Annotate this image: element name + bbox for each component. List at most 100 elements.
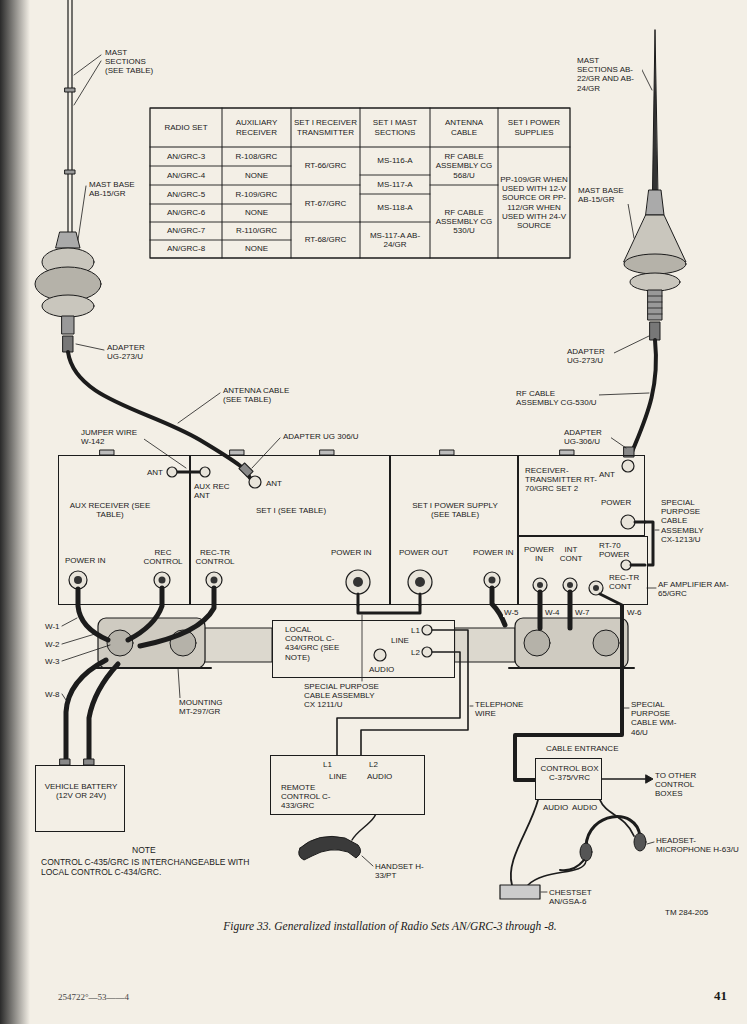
box-label: SET I POWER SUPPLY (SEE TABLE) bbox=[405, 501, 505, 519]
arrow-head bbox=[646, 775, 653, 783]
callout-label: AUDIO bbox=[542, 803, 569, 812]
jack-label: POWER IN bbox=[523, 545, 555, 563]
mast-joint bbox=[65, 170, 75, 174]
mount-base bbox=[92, 667, 211, 669]
callout-label: CABLE ENTRANCE bbox=[545, 744, 619, 753]
shock-mount bbox=[524, 630, 550, 656]
callout-label: ADAPTER UG-273/U bbox=[106, 343, 154, 361]
callout-label: W-8 bbox=[44, 690, 61, 699]
box-label: VEHICLE BATTERY (12V OR 24V) bbox=[41, 782, 121, 800]
shock-mount bbox=[593, 630, 619, 656]
jumper-wire bbox=[177, 471, 200, 474]
table-cell: RADIO SET bbox=[152, 109, 220, 146]
cable-stub bbox=[358, 522, 645, 605]
table-cell: SET I RECEIVER TRANSMITTER bbox=[293, 109, 358, 146]
table-cell: PP-109/GR WHEN USED WITH 12-V SOURCE OR … bbox=[500, 148, 568, 257]
callout-label: RF CABLE ASSEMBLY CG-530/U bbox=[515, 389, 599, 407]
headband bbox=[586, 817, 640, 846]
table-cell: R-109/GRC bbox=[224, 186, 289, 203]
callout-label: MAST SECTIONS (SEE TABLE) bbox=[104, 48, 162, 76]
equipment-box: AUX REC ANTANTSET I (SEE TABLE)REC-TR CO… bbox=[190, 455, 390, 605]
table-cell: NONE bbox=[224, 241, 289, 257]
jack-label: LINE bbox=[391, 636, 409, 645]
mast-base bbox=[56, 232, 80, 248]
table-cell: MS-116-A bbox=[362, 148, 428, 174]
cable bbox=[515, 605, 622, 780]
adapter bbox=[650, 322, 660, 340]
adapter bbox=[63, 336, 73, 352]
receiver-transmitter-box: RECEIVER-TRANSMITTER RT-70/GRC SET 2ANTP… bbox=[518, 455, 645, 536]
mounting-plate bbox=[455, 628, 515, 662]
table-cell: SET I POWER SUPPLIES bbox=[500, 109, 568, 146]
callout-label: W-4 bbox=[544, 608, 561, 617]
jack-label: REMOTE CONTROL C-433/GRC bbox=[281, 783, 339, 811]
rf-cable bbox=[632, 340, 656, 452]
arrow-line bbox=[602, 778, 646, 779]
cable bbox=[645, 522, 653, 565]
callout-label: TO OTHER CONTROL BOXES bbox=[654, 771, 708, 799]
callout-label: JUMPER WIRE W-142 bbox=[80, 428, 144, 446]
table-cell: MS-117-A bbox=[362, 176, 428, 193]
microphone-boom bbox=[560, 860, 584, 870]
mast-base bbox=[646, 190, 664, 215]
callout-label: HEADSET-MICROPHONE H-63/U bbox=[655, 836, 741, 854]
table-rules bbox=[150, 166, 498, 240]
leader-lines bbox=[62, 55, 659, 892]
table-cell: AN/GRC-5 bbox=[152, 186, 220, 203]
jack-label: POWER IN bbox=[65, 556, 105, 565]
jack-label: POWER OUT bbox=[399, 548, 448, 557]
callout-label: SPECIAL PURPOSE CABLE WM-46/U bbox=[630, 700, 694, 737]
chestset bbox=[500, 885, 540, 899]
table-cell: MS-117-A AB-24/GR bbox=[362, 223, 428, 257]
table-cell: AUXILIARY RECEIVER bbox=[224, 109, 289, 146]
table-cell: RT-67/GRC bbox=[293, 186, 358, 221]
table-rules bbox=[150, 108, 570, 258]
box-label: LOCAL CONTROL C-434/GRC (SEE NOTE) bbox=[285, 625, 341, 662]
battery-box: VEHICLE BATTERY (12V OR 24V) bbox=[35, 765, 125, 832]
jack-label: AUDIO bbox=[369, 665, 394, 674]
jacks bbox=[69, 460, 635, 801]
table-cell: RF CABLE ASSEMBLY CG 530/U bbox=[432, 186, 496, 257]
mast bbox=[653, 30, 658, 190]
power-supply-box: SET I POWER SUPPLY (SEE TABLE)POWER OUTP… bbox=[390, 455, 518, 605]
drawing-number: TM 284-205 bbox=[664, 908, 709, 917]
table-cell: MS-118-A bbox=[362, 195, 428, 221]
mast-joint bbox=[65, 88, 75, 92]
jack-label: L2 bbox=[369, 760, 378, 769]
callout-label: ADAPTER UG-306/U bbox=[563, 428, 611, 446]
box-label: L1 bbox=[323, 760, 332, 769]
table-cell: AN/GRC-8 bbox=[152, 241, 220, 257]
spring bbox=[648, 296, 662, 314]
page-number: 41 bbox=[713, 989, 728, 1004]
jack-label: AUDIO bbox=[367, 772, 392, 781]
mast-base bbox=[62, 316, 74, 334]
callout-label: SPECIAL PURPOSE CABLE ASSEMBLY CX-1213/U bbox=[660, 498, 720, 544]
callout-label: MAST BASE AB-15/GR bbox=[577, 186, 629, 204]
table-cell: NONE bbox=[224, 167, 289, 184]
table-frame bbox=[150, 108, 570, 258]
wire-stub bbox=[432, 630, 455, 652]
shock-mount bbox=[107, 630, 133, 656]
mast-base bbox=[624, 254, 686, 274]
mount-base bbox=[509, 667, 634, 669]
jack-label: L2 bbox=[411, 648, 420, 657]
earcup bbox=[634, 833, 646, 851]
callout-label: ADAPTER UG 306/U bbox=[282, 432, 360, 441]
table-cell: SET I MAST SECTIONS bbox=[362, 109, 428, 146]
amplifier-box: RT-70 POWER POWER ININT CONT REC-TR CONT bbox=[518, 536, 648, 605]
note-text: CONTROL C-435/GRC IS INTERCHANGEABLE WIT… bbox=[40, 858, 257, 878]
jack-label: REC-TR CONTROL bbox=[193, 548, 237, 566]
callout-label: MOUNTING MT-297/GR bbox=[178, 698, 232, 716]
adapter bbox=[239, 463, 253, 477]
remote-control-box: L1L2LINEREMOTE CONTROL C-433/GRCAUDIO bbox=[270, 755, 425, 815]
jack-label: INT CONT bbox=[557, 545, 585, 563]
jack-label: POWER IN bbox=[331, 548, 371, 557]
box-label: RT-70 POWER bbox=[599, 541, 635, 559]
callout-label: HANDSET H-33/PT bbox=[374, 862, 426, 880]
callout-label: MAST SECTIONS AB-22/GR AND AB-24/GR bbox=[576, 56, 642, 93]
box-label: CONTROL BOX C-375/VRC bbox=[540, 764, 599, 782]
table-cell: ANTENNA CABLE bbox=[432, 109, 496, 146]
jack-label: REC-TR CONT bbox=[609, 573, 645, 591]
callout-label: W-2 bbox=[44, 640, 61, 649]
cables bbox=[66, 588, 570, 760]
